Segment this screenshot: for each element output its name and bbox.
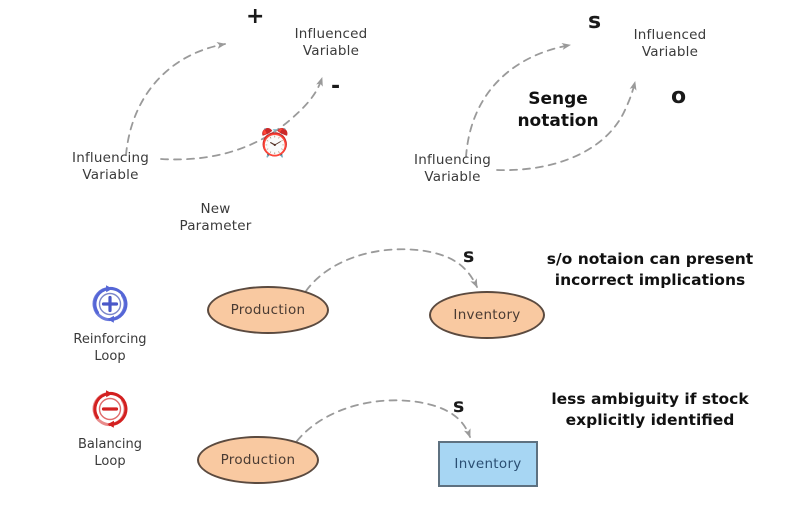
node-production-reinforcing[interactable]: Production [207,286,329,334]
arrow-top-left-positive [125,42,226,156]
bottom-note-line1: less ambiguity if stock [551,390,749,408]
influencing-variable-line2: Variable [424,169,481,185]
top-left-new-parameter-caption: New Parameter [168,201,263,235]
top-left-minus-sign: - [331,74,341,99]
senge-notation-title: Senge notation [488,88,628,132]
node-production-label: Production [230,302,306,318]
top-right-influencing-variable-label: Influencing Variable [400,152,505,186]
top-right-s-label: s [588,9,602,34]
node-production-balancing[interactable]: Production [197,436,319,484]
reinforcing-loop-caption: Reinforcing Loop [62,331,158,365]
senge-notation-line2: notation [517,111,599,131]
influencing-variable-line2: Variable [82,167,139,183]
influencing-variable-line1: Influencing [72,150,149,166]
reinforcing-loop-line1: Reinforcing [73,332,147,347]
top-right-influenced-variable-label: Influenced Variable [620,27,720,61]
node-inventory-label: Inventory [453,307,521,323]
influenced-variable-line2: Variable [302,43,360,59]
influencing-variable-line1: Influencing [414,152,491,168]
alarm-clock-icon: ⏰ [258,128,292,159]
bottom-note-line2: explicitly identified [565,411,735,429]
new-parameter-line2: Parameter [179,218,252,234]
top-right-o-label: o [671,84,687,109]
middle-note-line1: s/o notaion can present [546,250,754,268]
middle-note-line2: incorrect implications [554,271,746,289]
middle-note: s/o notaion can present incorrect implic… [520,249,780,291]
influenced-variable-line2: Variable [641,44,699,60]
senge-notation-line1: Senge [528,89,588,109]
balancing-loop-line2: Loop [94,454,126,469]
balancing-loop-line1: Balancing [78,437,142,452]
node-inventory-label: Inventory [454,456,522,472]
reinforcing-loop-icon [92,285,128,323]
middle-s-label: s [463,245,475,267]
balancing-loop-caption: Balancing Loop [62,436,158,470]
node-inventory-ellipse[interactable]: Inventory [429,291,545,339]
arrow-top-left-negative [160,77,323,161]
top-left-influencing-variable-label: Influencing Variable [58,150,163,184]
influenced-variable-line1: Influenced [633,27,707,43]
node-inventory-stock[interactable]: Inventory [438,441,538,487]
influenced-variable-line1: Influenced [294,26,368,42]
arrow-middle-production-to-inventory [305,248,478,292]
arrow-bottom-production-to-inventory [296,399,471,442]
new-parameter-line1: New [200,201,231,217]
top-left-influenced-variable-label: Influenced Variable [281,26,381,60]
reinforcing-loop-line2: Loop [94,349,126,364]
top-left-plus-sign: + [246,4,265,29]
node-production-label: Production [220,452,296,468]
bottom-s-label: s [453,395,465,417]
balancing-loop-icon [92,390,128,428]
bottom-note: less ambiguity if stock explicitly ident… [520,389,780,431]
